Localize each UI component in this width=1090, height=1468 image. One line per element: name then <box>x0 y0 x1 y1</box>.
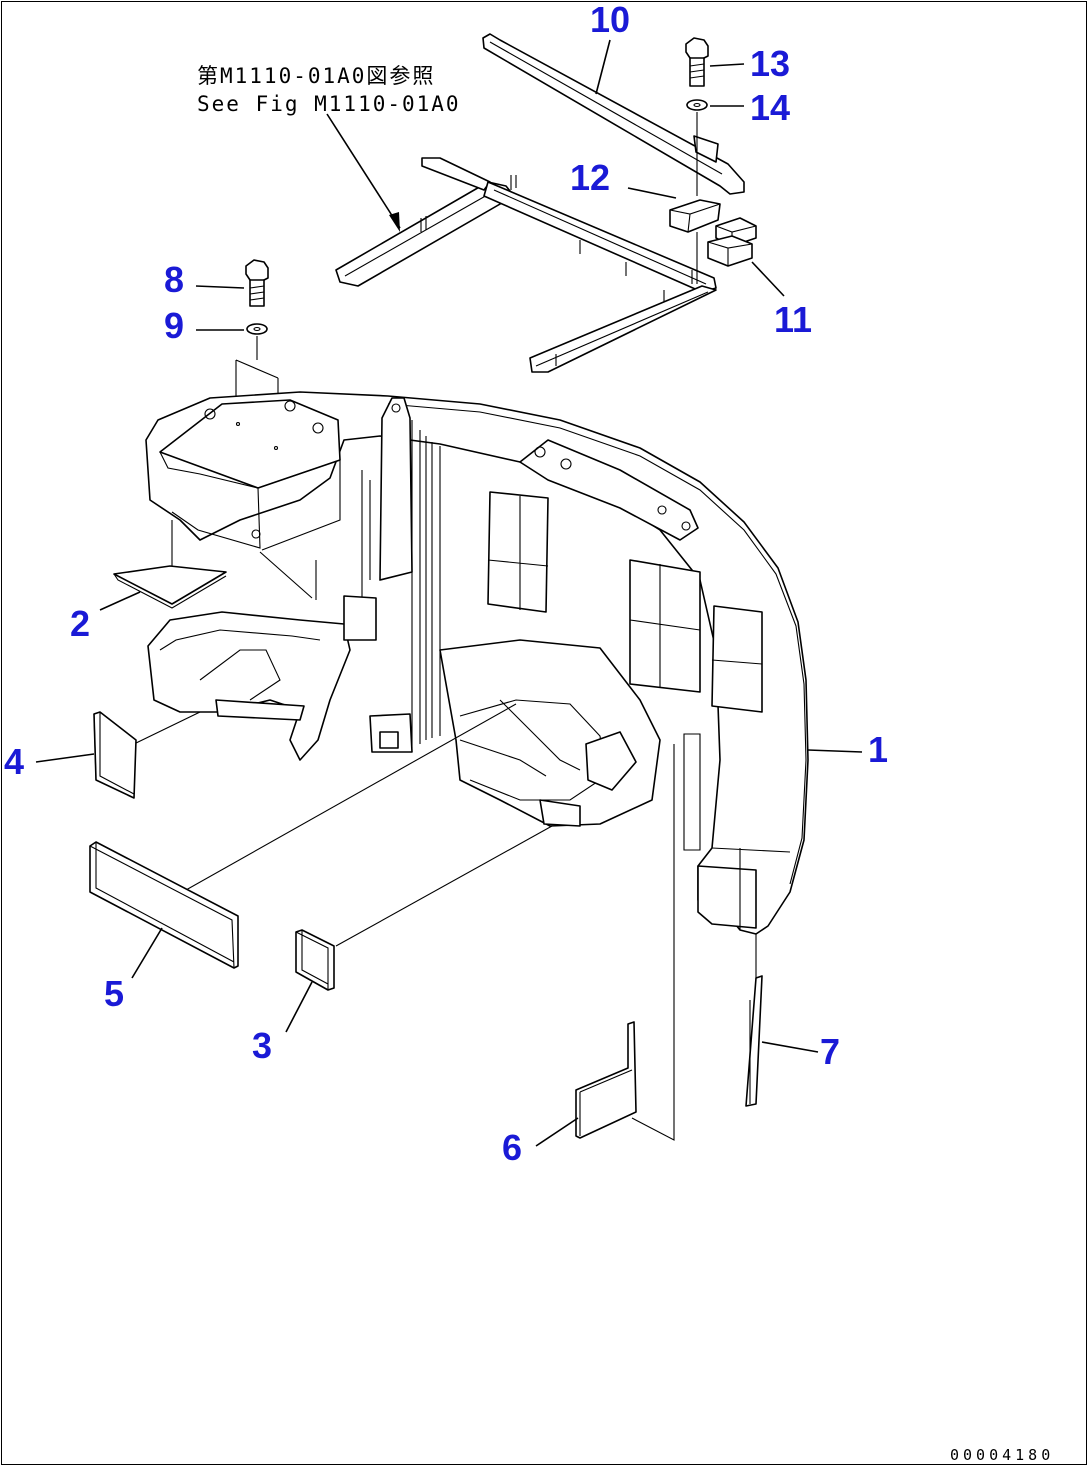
leader-6-link <box>631 744 675 1141</box>
callout-9: 9 <box>164 305 184 346</box>
callout-13: 13 <box>750 43 790 84</box>
leader-3-link <box>335 825 553 947</box>
figure-number: 00004180 <box>950 1446 1054 1464</box>
pad-7 <box>745 975 763 1107</box>
top-plate-part <box>482 33 745 195</box>
callout-10: 10 <box>590 0 630 40</box>
washer-9 <box>246 323 268 335</box>
reference-note-en: See Fig M1110-01A0 <box>197 92 461 116</box>
block-11 <box>707 217 757 267</box>
callout-8: 8 <box>164 259 184 300</box>
callout-1: 1 <box>868 729 888 770</box>
callout-12: 12 <box>570 157 610 198</box>
block-12 <box>669 199 721 233</box>
pad-2 <box>113 565 227 605</box>
callout-5: 5 <box>104 973 124 1014</box>
leader-5-link <box>185 703 517 891</box>
bolt-8 <box>245 259 269 307</box>
callout-7: 7 <box>820 1031 840 1072</box>
callout-leaders <box>35 39 863 1147</box>
pad-6 <box>575 1021 637 1139</box>
leader-4-link <box>133 711 201 745</box>
reference-note-jp: 第M1110-01A0図参照 <box>197 64 435 88</box>
reference-leader <box>326 113 401 229</box>
bolt-13 <box>685 37 709 87</box>
pad-5 <box>89 841 239 969</box>
callout-11: 11 <box>774 299 812 340</box>
pad-4 <box>93 711 137 799</box>
pad-3 <box>295 929 335 991</box>
counterweight-part <box>145 391 809 935</box>
callout-4: 4 <box>4 741 24 782</box>
callout-3: 3 <box>252 1025 272 1066</box>
frame-assembly <box>335 157 717 373</box>
washer-14 <box>686 99 708 111</box>
reference-arrowhead <box>389 212 400 232</box>
callout-14: 14 <box>750 87 790 128</box>
callout-2: 2 <box>70 603 90 644</box>
callout-6: 6 <box>502 1127 522 1168</box>
